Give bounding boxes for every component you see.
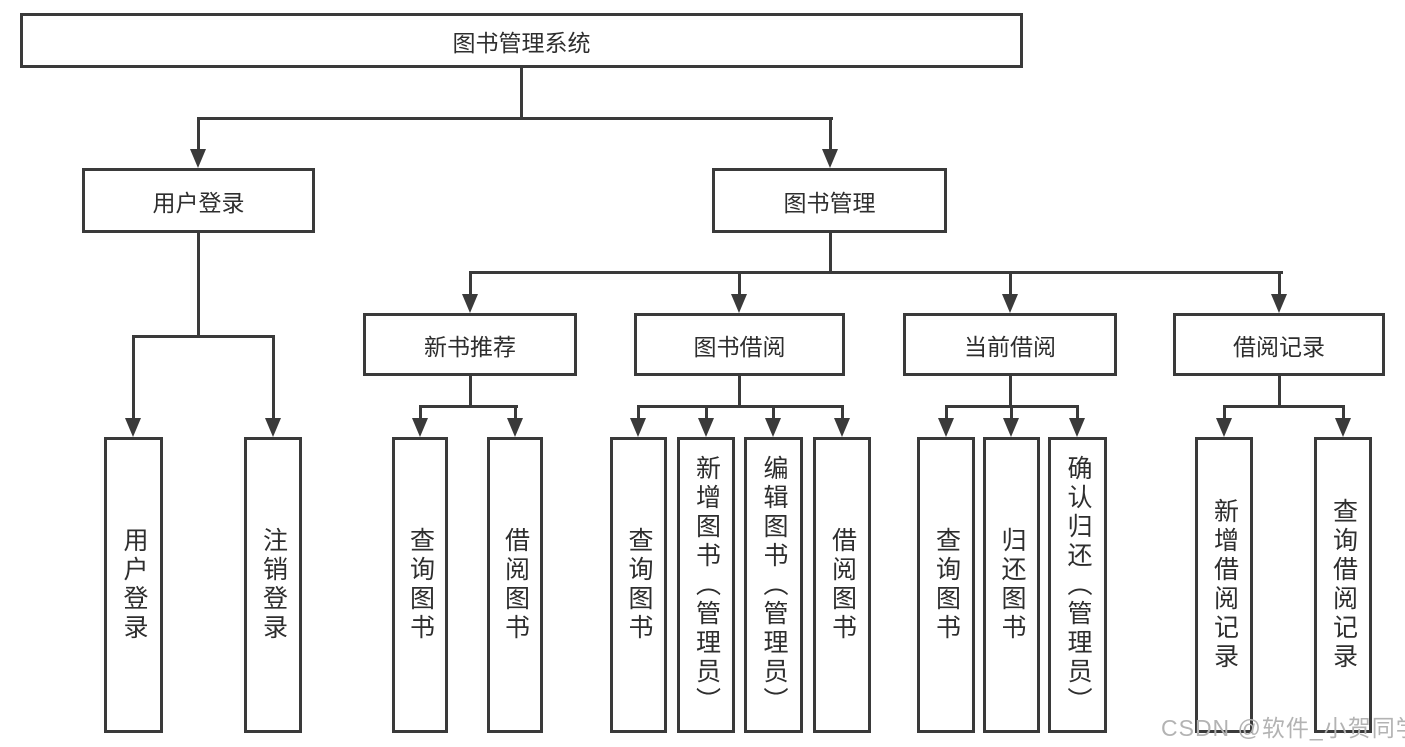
connector-drop-borrow-book-2 [841, 405, 844, 420]
node-book-management: 图书管理 [712, 168, 947, 233]
leaf-user-login-label: 用户登录 [120, 527, 148, 643]
leaf-borrow-book-2: 借阅图书 [813, 437, 871, 733]
arrowhead-add-record [1216, 418, 1232, 437]
arrowhead-borrow-book-1 [507, 418, 523, 437]
leaf-logout-label: 注销登录 [259, 527, 288, 643]
arrowhead-edit-book [765, 418, 781, 437]
connector-level1-bar [197, 117, 833, 120]
connector-drop-add-record [1223, 405, 1226, 420]
node-book-management-label: 图书管理 [783, 189, 876, 216]
arrowhead-query-book-3 [938, 418, 954, 437]
connector-drop-query-book-1 [419, 405, 422, 420]
arrowhead-query-record [1335, 418, 1351, 437]
leaf-add-book-admin-label: 新增图书（管理员） [692, 454, 721, 716]
arrowhead-add-book [698, 418, 714, 437]
arrowhead-book-mgmt [822, 149, 838, 168]
leaf-query-book-1-label: 查询图书 [406, 527, 435, 643]
leaf-add-borrow-record: 新增借阅记录 [1195, 437, 1253, 733]
connector-drop-return-book [1010, 405, 1013, 420]
connector-user-login-stub [197, 233, 200, 336]
node-root: 图书管理系统 [20, 13, 1023, 68]
leaf-query-book-1: 查询图书 [392, 437, 448, 733]
connector-drop-confirm-return [1076, 405, 1079, 420]
node-book-borrow-label: 图书借阅 [693, 333, 786, 360]
connector-drop-new-book-rec [469, 271, 472, 296]
connector-drop-logout-leaf [272, 335, 275, 420]
connector-drop-query-record [1342, 405, 1345, 420]
connector-drop-borrow-book-1 [514, 405, 517, 420]
leaf-add-book-admin: 新增图书（管理员） [677, 437, 735, 733]
arrowhead-borrow-record [1271, 294, 1287, 313]
leaf-borrow-book-1-label: 借阅图书 [501, 527, 530, 643]
connector-drop-user-login [197, 117, 200, 151]
leaf-user-login: 用户登录 [104, 437, 163, 733]
leaf-query-book-2-label: 查询图书 [625, 527, 653, 643]
leaf-edit-book-admin-label: 编辑图书（管理员） [760, 454, 788, 716]
connector-level3-bar [469, 271, 1283, 274]
arrowhead-confirm-return [1069, 418, 1085, 437]
connector-group2-bar [419, 405, 518, 408]
arrowhead-query-book-2 [630, 418, 646, 437]
connector-drop-borrow-record [1278, 271, 1281, 296]
node-current-borrow-label: 当前借阅 [964, 333, 1056, 360]
node-new-book-recommend: 新书推荐 [363, 313, 577, 376]
leaf-add-borrow-record-label: 新增借阅记录 [1210, 498, 1239, 672]
leaf-query-book-3: 查询图书 [917, 437, 975, 733]
arrowhead-book-borrow [731, 294, 747, 313]
arrowhead-new-book-rec [462, 294, 478, 313]
leaf-query-borrow-record: 查询借阅记录 [1314, 437, 1372, 733]
connector-drop-book-borrow [738, 271, 741, 296]
connector-login-group-bar [132, 335, 275, 338]
connector-drop-query-book-3 [945, 405, 948, 420]
leaf-query-book-3-label: 查询图书 [932, 527, 961, 643]
leaf-confirm-return-admin: 确认归还（管理员） [1048, 437, 1107, 733]
leaf-edit-book-admin: 编辑图书（管理员） [744, 437, 803, 733]
arrowhead-borrow-book-2 [834, 418, 850, 437]
leaf-query-borrow-record-label: 查询借阅记录 [1329, 498, 1358, 672]
arrowhead-current-borrow [1002, 294, 1018, 313]
node-root-label: 图书管理系统 [452, 29, 591, 56]
connector-drop-login-leaf [132, 335, 135, 420]
connector-new-book-rec-stub [469, 376, 472, 407]
connector-group5-bar [1223, 405, 1345, 408]
arrowhead-query-book-1 [412, 418, 428, 437]
arrowhead-user-login [190, 149, 206, 168]
leaf-query-book-2: 查询图书 [610, 437, 667, 733]
leaf-borrow-book-2-label: 借阅图书 [828, 527, 857, 643]
connector-drop-edit-book [772, 405, 775, 420]
node-borrow-records-label: 借阅记录 [1233, 333, 1325, 360]
connector-drop-current-borrow [1009, 271, 1012, 296]
csdn-watermark: CSDN @软件_小贺同学 [1161, 715, 1405, 741]
leaf-return-book: 归还图书 [983, 437, 1040, 733]
connector-book-borrow-stub [738, 376, 741, 407]
connector-current-borrow-stub [1009, 376, 1012, 407]
leaf-logout: 注销登录 [244, 437, 302, 733]
node-current-borrow: 当前借阅 [903, 313, 1117, 376]
node-user-login: 用户登录 [82, 168, 315, 233]
leaf-return-book-label: 归还图书 [998, 527, 1026, 643]
connector-group3-bar [637, 405, 844, 408]
connector-drop-add-book [705, 405, 708, 420]
leaf-borrow-book-1: 借阅图书 [487, 437, 543, 733]
connector-root-stub [520, 68, 523, 118]
node-new-book-recommend-label: 新书推荐 [424, 333, 516, 360]
connector-drop-book-mgmt [829, 117, 832, 151]
connector-drop-query-book-2 [637, 405, 640, 420]
arrowhead-return-book [1003, 418, 1019, 437]
node-borrow-records: 借阅记录 [1173, 313, 1385, 376]
node-user-login-label: 用户登录 [152, 189, 245, 216]
arrowhead-login-leaf [125, 418, 141, 437]
connector-book-mgmt-stub [829, 233, 832, 274]
node-book-borrow: 图书借阅 [634, 313, 845, 376]
arrowhead-logout-leaf [265, 418, 281, 437]
leaf-confirm-return-admin-label: 确认归还（管理员） [1064, 454, 1092, 716]
connector-borrow-record-stub [1278, 376, 1281, 407]
